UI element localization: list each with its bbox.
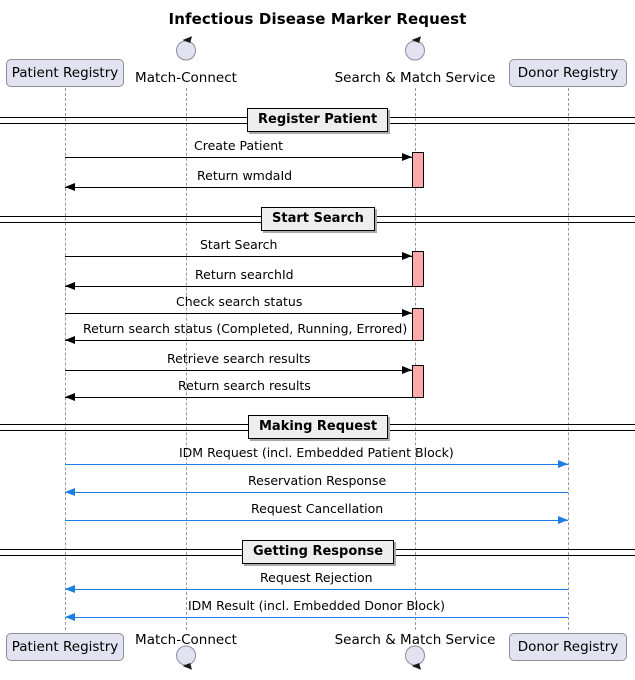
message-label-request-cancellation: Request Cancellation [251, 501, 384, 516]
message-label-create-patient: Create Patient [194, 138, 284, 153]
message-label-start-search: Start Search [200, 237, 278, 252]
message-line-return-search-status-completed-running-errored [65, 340, 424, 341]
arrowhead-right [402, 153, 412, 161]
section-title-register-patient[interactable]: Register Patient [247, 108, 389, 132]
message-line-create-patient [65, 157, 412, 158]
message-label-return-wmdaid: Return wmdaId [197, 168, 293, 183]
arrowhead-right [558, 460, 568, 468]
message-line-check-search-status [65, 313, 412, 314]
participant-search-match-service-top-label[interactable]: Search & Match Service [334, 70, 496, 86]
message-label-reservation-response: Reservation Response [248, 473, 387, 488]
arrowhead-left [65, 393, 75, 401]
section-title-making-request[interactable]: Making Request [248, 415, 389, 439]
arrowhead-left [65, 183, 75, 191]
lifeline-match-connect [186, 88, 187, 630]
participant-donor-registry-top[interactable]: Donor Registry [509, 59, 627, 87]
message-label-return-search-results: Return search results [178, 378, 311, 393]
message-line-retrieve-search-results [65, 370, 412, 371]
arrowhead-left [65, 613, 75, 621]
participant-match-connect-bottom-label[interactable]: Match-Connect [135, 632, 237, 648]
page-title: Infectious Disease Marker Request [168, 10, 467, 28]
activation-bar [412, 308, 424, 341]
control-circle-arrow-icon [173, 645, 199, 671]
lifeline-search-match-service [415, 88, 416, 630]
arrowhead-left [65, 282, 75, 290]
message-line-idm-request-incl-embedded-patient-block [65, 464, 568, 465]
control-circle-arrow-icon [402, 35, 428, 61]
message-line-request-rejection [65, 589, 568, 590]
section-title-getting-response[interactable]: Getting Response [242, 540, 395, 564]
participant-match-connect-top-label[interactable]: Match-Connect [135, 70, 237, 86]
arrowhead-right [402, 252, 412, 260]
participant-patient-registry-top[interactable]: Patient Registry [6, 59, 124, 87]
message-label-return-search-status-completed-running-errored: Return search status (Completed, Running… [83, 321, 408, 336]
message-line-return-searchid [65, 286, 424, 287]
message-label-idm-result-incl-embedded-donor-block: IDM Result (incl. Embedded Donor Block) [188, 598, 446, 613]
message-line-return-wmdaid [65, 187, 424, 188]
participant-search-match-service-bottom-label[interactable]: Search & Match Service [334, 632, 496, 648]
message-label-check-search-status: Check search status [176, 294, 303, 309]
message-line-return-search-results [65, 397, 424, 398]
control-circle-arrow-icon [173, 35, 199, 61]
control-circle-arrow-icon [402, 645, 428, 671]
message-line-start-search [65, 256, 412, 257]
lifeline-donor-registry [568, 88, 569, 630]
arrowhead-right [402, 309, 412, 317]
message-label-return-searchid: Return searchId [195, 267, 294, 282]
arrowhead-right [558, 516, 568, 524]
activation-bar [412, 251, 424, 287]
activation-bar [412, 152, 424, 188]
message-line-request-cancellation [65, 520, 568, 521]
activation-bar [412, 365, 424, 398]
participant-donor-registry-bottom[interactable]: Donor Registry [509, 633, 627, 661]
arrowhead-left [65, 488, 75, 496]
message-label-retrieve-search-results: Retrieve search results [167, 351, 311, 366]
participant-patient-registry-bottom[interactable]: Patient Registry [6, 633, 124, 661]
message-label-request-rejection: Request Rejection [260, 570, 373, 585]
message-line-idm-result-incl-embedded-donor-block [65, 617, 568, 618]
message-line-reservation-response [65, 492, 568, 493]
arrowhead-left [65, 585, 75, 593]
arrowhead-right [402, 366, 412, 374]
message-label-idm-request-incl-embedded-patient-block: IDM Request (incl. Embedded Patient Bloc… [179, 445, 454, 460]
arrowhead-left [65, 336, 75, 344]
section-title-start-search[interactable]: Start Search [261, 207, 375, 231]
lifeline-patient-registry [65, 88, 66, 630]
